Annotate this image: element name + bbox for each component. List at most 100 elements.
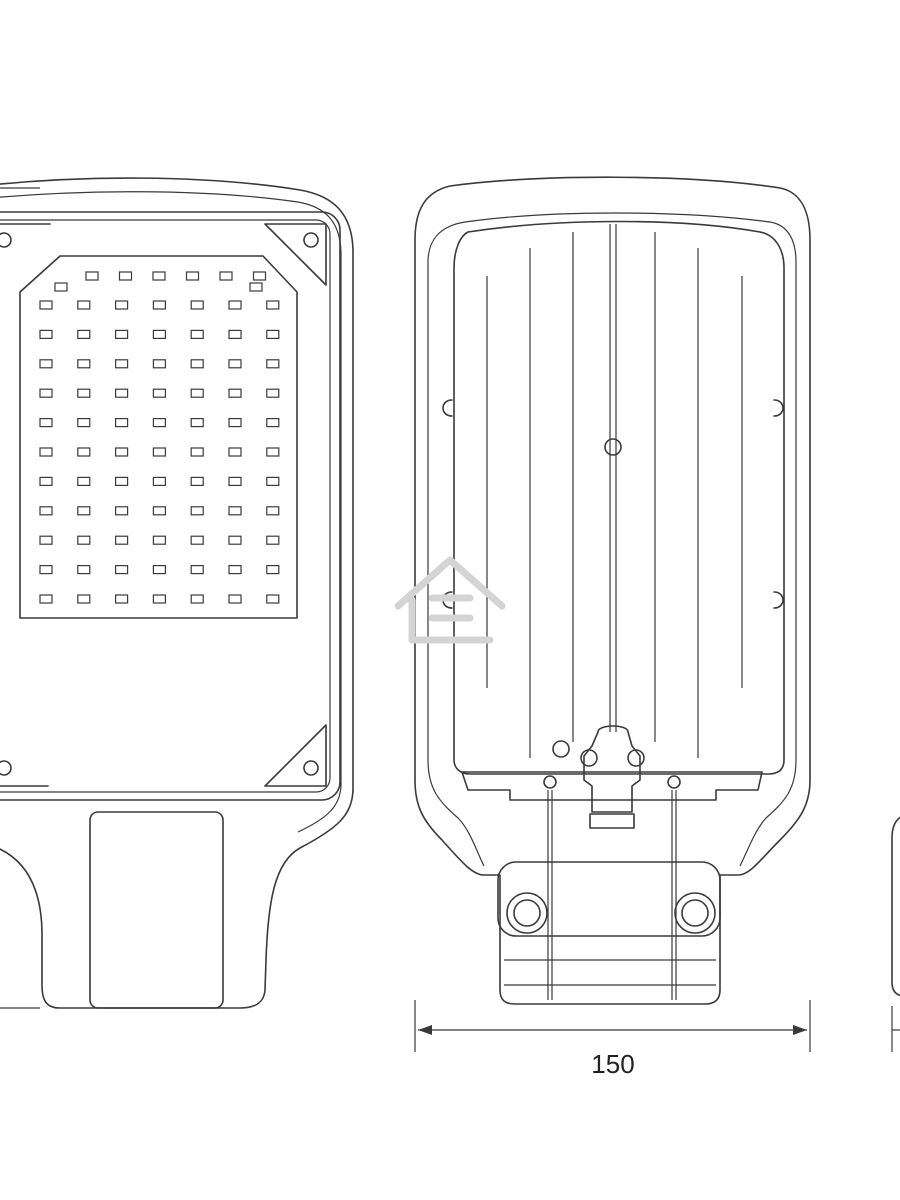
- led-chip: [77, 359, 91, 369]
- led-chip: [152, 564, 166, 575]
- led-chip: [266, 594, 280, 604]
- center-screw: [604, 438, 622, 456]
- led-chip: [228, 476, 242, 486]
- led-chip: [39, 300, 53, 310]
- led-chip: [114, 506, 129, 516]
- rod-top-left: [543, 775, 557, 789]
- dim-arrow-left: [418, 1025, 432, 1035]
- led-chip: [190, 564, 204, 575]
- rod-top-right: [667, 775, 681, 789]
- led-chip: [266, 359, 280, 369]
- heatsink-plate: [453, 220, 785, 775]
- led-chip: [114, 329, 129, 339]
- led-chip: [266, 476, 280, 486]
- corner-bracket-top-left: [0, 223, 51, 225]
- led-chip: [114, 476, 129, 486]
- led-chip: [190, 506, 204, 516]
- led-chip: [77, 418, 91, 428]
- led-chip: [190, 418, 204, 428]
- back-housing-inner-left: [427, 221, 485, 867]
- led-chip: [266, 564, 280, 575]
- led-chip: [114, 418, 129, 428]
- led-chip: [39, 329, 53, 339]
- led-chip: [39, 359, 53, 369]
- screw-bottom-left: [0, 760, 12, 776]
- led-chip: [39, 564, 53, 575]
- corner-bracket-bottom-left: [0, 785, 49, 787]
- screw-top-left: [0, 232, 12, 248]
- led-chip: [39, 535, 53, 545]
- led-chip: [152, 476, 166, 486]
- front-view: [0, 177, 354, 1009]
- led-chip: [39, 388, 53, 398]
- led-chip: [114, 300, 129, 310]
- clamp-bolt-right: [674, 892, 716, 934]
- led-chip: [228, 300, 242, 310]
- back-housing-outline: [414, 176, 811, 1005]
- led-chip: [266, 418, 280, 428]
- gland-bolt-left: [580, 749, 598, 767]
- led-chip: [152, 535, 166, 545]
- led-chip: [266, 388, 280, 398]
- led-chip: [118, 271, 133, 281]
- clamp-bolt-right-inner: [681, 899, 709, 927]
- led-chip: [228, 506, 242, 516]
- led-chip: [152, 300, 166, 310]
- front-housing-inner-outline: [0, 191, 342, 833]
- front-mount-bracket: [89, 811, 224, 1009]
- led-chip: [266, 329, 280, 339]
- clamp-bolt-left: [506, 892, 548, 934]
- led-chip: [228, 594, 242, 604]
- cable-gland-nut: [589, 813, 635, 829]
- dim-arrow-right: [793, 1025, 807, 1035]
- led-chip: [228, 447, 242, 457]
- vent-hole: [552, 740, 570, 758]
- led-chip: [252, 271, 267, 281]
- led-chip: [152, 506, 166, 516]
- side-clip-right-bottom: [773, 591, 784, 609]
- led-chip: [77, 476, 91, 486]
- led-chip: [190, 594, 204, 604]
- led-board: [19, 255, 298, 619]
- led-chip: [228, 388, 242, 398]
- led-chip: [185, 271, 200, 281]
- led-chip: [39, 506, 53, 516]
- led-chip: [85, 271, 99, 281]
- led-chip: [266, 300, 280, 310]
- led-chip: [190, 535, 204, 545]
- lower-lip: [461, 771, 763, 801]
- led-chip: [114, 447, 129, 457]
- led-chip: [228, 418, 242, 428]
- led-chip: [77, 506, 91, 516]
- side-clip-left-top: [442, 399, 453, 417]
- mount-clamp: [497, 861, 721, 937]
- led-chip: [39, 447, 53, 457]
- led-chip: [77, 300, 91, 310]
- led-chip: [54, 282, 68, 292]
- screw-top-right: [303, 232, 319, 248]
- led-chip: [39, 476, 53, 486]
- screw-bottom-right: [303, 760, 319, 776]
- led-chip: [114, 535, 129, 545]
- led-chip: [114, 564, 129, 575]
- back-view: 150: [414, 176, 811, 1079]
- led-chip: [114, 388, 129, 398]
- corner-bracket-bottom-right: [264, 724, 327, 787]
- led-chip: [266, 535, 280, 545]
- led-chip: [228, 535, 242, 545]
- led-grid: [39, 271, 280, 604]
- side-clip-right-top: [773, 399, 784, 417]
- led-chip: [190, 447, 204, 457]
- back-housing-inner: [464, 212, 797, 867]
- front-panel-frame: [0, 211, 341, 801]
- led-chip: [249, 282, 263, 292]
- front-panel-frame-inner: [0, 219, 331, 793]
- led-chip: [152, 359, 166, 369]
- led-chip: [77, 447, 91, 457]
- dim-width-label: 150: [591, 1049, 634, 1079]
- gland-bolt-right: [627, 749, 645, 767]
- front-housing-outline: [0, 177, 354, 1009]
- led-chip: [39, 594, 53, 604]
- clamp-bolt-left-inner: [513, 899, 541, 927]
